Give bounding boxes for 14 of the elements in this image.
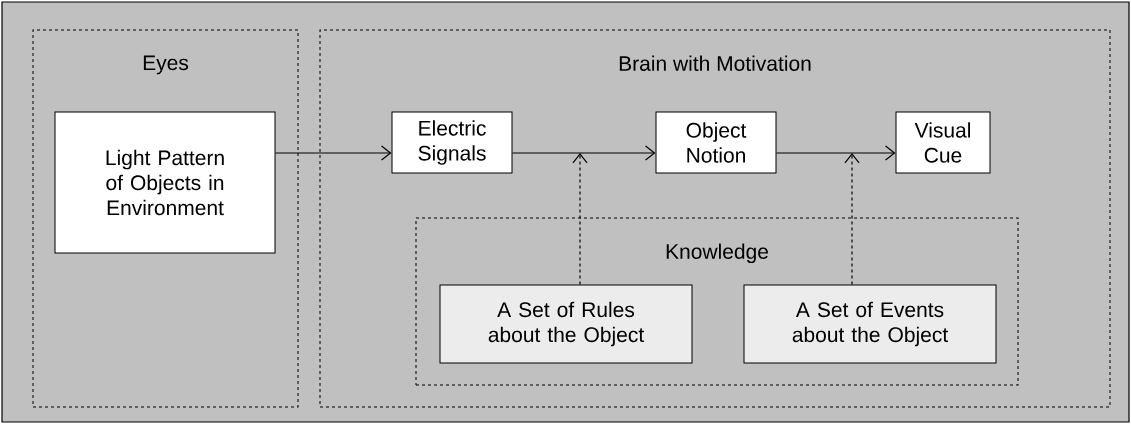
- knowledge-box: A Set of Events about the Object: [743, 284, 997, 364]
- process-box: Light Pattern of Objects in Environment: [54, 111, 276, 254]
- process-box: Object Notion: [655, 111, 777, 174]
- arrow: [511, 145, 656, 161]
- process-box: Visual Cue: [895, 111, 991, 174]
- group-title: Eyes: [143, 55, 189, 75]
- group-title: Brain with Motivation: [619, 55, 811, 71]
- arrow: [844, 153, 860, 286]
- group-title: Knowledge: [666, 243, 768, 264]
- arrow: [274, 145, 392, 161]
- knowledge-box: A Set of Rules about the Object: [439, 284, 693, 364]
- arrow: [775, 145, 896, 161]
- process-box: Electric Signals: [391, 111, 513, 174]
- arrow: [572, 153, 588, 286]
